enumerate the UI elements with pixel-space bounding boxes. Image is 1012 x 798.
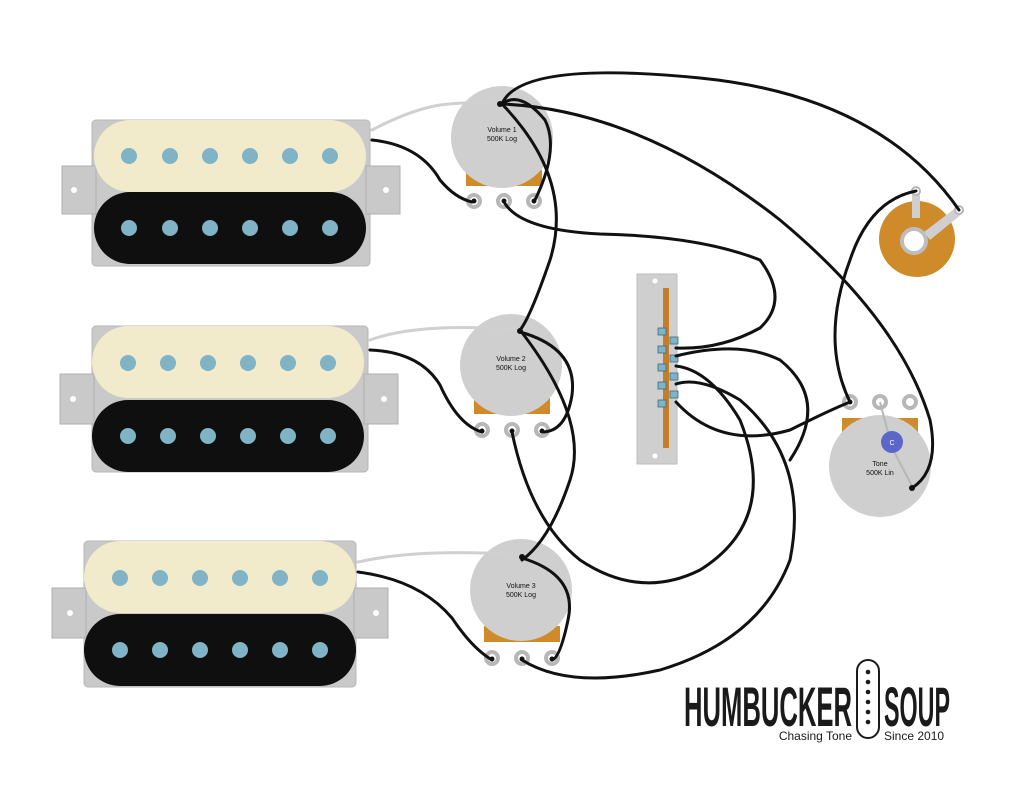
bridge-cream-coil bbox=[84, 541, 356, 613]
humbucker-soup-logo: HUMBUCKER SOUP Chasing Tone Since 2010 bbox=[684, 659, 950, 743]
vol3-wiper-to-switch bbox=[520, 380, 796, 680]
logo-left-text: HUMBUCKER bbox=[684, 675, 852, 738]
middle-hot-wire bbox=[368, 348, 484, 434]
bridge-black-coil bbox=[84, 614, 356, 686]
tone-pot: Tone 500K Lin C bbox=[829, 394, 931, 517]
neck-mount-tab-left bbox=[61, 165, 97, 215]
middle-pickup bbox=[59, 325, 399, 473]
tone-name: Tone bbox=[872, 461, 887, 468]
jack-sleeve-lug bbox=[924, 206, 963, 240]
tone-lugs bbox=[842, 394, 918, 410]
bridge-mount-tab-left bbox=[51, 587, 87, 639]
bridge-mount-hole-right bbox=[373, 610, 379, 616]
jack-hole bbox=[900, 227, 928, 255]
tone-value: 500K Lin bbox=[866, 470, 894, 477]
bridge-pickup bbox=[51, 540, 389, 688]
bridge-mount-tab-right bbox=[353, 587, 389, 639]
logo-pickup-icon bbox=[856, 659, 880, 739]
vol2-to-vol3-ground bbox=[518, 328, 576, 562]
bridge-mount-hole-left bbox=[67, 610, 73, 616]
neck-mount-hole-right bbox=[383, 187, 389, 193]
neck-hot-wire bbox=[370, 138, 474, 204]
switch-to-tone bbox=[674, 400, 852, 438]
capacitor-label: C bbox=[889, 440, 894, 447]
volume-2-pot-body bbox=[460, 314, 562, 416]
logo-right-text: SOUP bbox=[884, 675, 950, 738]
middle-black-coil bbox=[92, 400, 364, 472]
vol2-wiper-to-switch bbox=[510, 364, 755, 585]
tone-to-jack-tip bbox=[833, 189, 918, 404]
volume-2-pot: Volume 2 500K Log bbox=[460, 314, 562, 438]
logo-tagline-left: Chasing Tone bbox=[779, 729, 852, 743]
switch-contacts bbox=[657, 327, 679, 408]
volume-1-pot-body bbox=[451, 86, 553, 188]
volume-1-value: 500K Log bbox=[487, 136, 517, 143]
ground-to-tone-case bbox=[500, 102, 935, 490]
volume-1-pot: Volume 1 500K Log bbox=[451, 86, 553, 209]
vol2-lug3-loop bbox=[518, 330, 575, 434]
logo-tagline-right: Since 2010 bbox=[884, 729, 944, 743]
middle-mount-tab-left bbox=[59, 373, 95, 425]
middle-mount-hole-left bbox=[70, 396, 76, 402]
middle-cream-coil bbox=[92, 326, 364, 398]
solder-joints bbox=[471, 101, 915, 662]
output-jack bbox=[879, 186, 964, 277]
ground-to-jack-sleeve bbox=[500, 71, 961, 212]
middle-mount-hole-right bbox=[381, 396, 387, 402]
capacitor-icon bbox=[881, 431, 903, 453]
vol1-wiper-to-switch bbox=[502, 200, 777, 350]
volume-3-pot-body bbox=[470, 539, 572, 641]
bridge-cream-poles bbox=[112, 570, 328, 586]
vol1-lug3-loop bbox=[500, 98, 552, 204]
volume-3-value: 500K Log bbox=[506, 592, 536, 599]
volume-3-pot: Volume 3 500K Log bbox=[470, 539, 572, 666]
volume-2-value: 500K Log bbox=[496, 365, 526, 372]
neck-black-coil bbox=[94, 192, 366, 264]
volume-3-lugs bbox=[484, 650, 560, 666]
middle-bare-wire bbox=[368, 326, 522, 342]
neck-cream-poles bbox=[121, 148, 338, 164]
switch-body bbox=[636, 273, 678, 465]
bridge-bare-wire bbox=[356, 551, 522, 564]
neck-black-poles bbox=[121, 220, 338, 236]
jack-tip-lug bbox=[912, 190, 920, 218]
volume-3-name: Volume 3 bbox=[506, 583, 535, 590]
wires bbox=[356, 71, 961, 680]
neck-bare-wire bbox=[370, 101, 502, 132]
logo-pole-dots bbox=[865, 669, 871, 725]
middle-cream-poles bbox=[120, 355, 336, 371]
bridge-hot-wire bbox=[356, 570, 494, 662]
neck-cream-coil bbox=[94, 120, 366, 192]
middle-black-poles bbox=[120, 428, 336, 444]
neck-mount-hole-left bbox=[71, 187, 77, 193]
bridge-black-poles bbox=[112, 642, 328, 658]
switch-common-loop bbox=[674, 347, 810, 462]
volume-2-name: Volume 2 bbox=[496, 356, 525, 363]
vol3-lug3-loop bbox=[520, 556, 571, 662]
tone-pot-body bbox=[829, 415, 931, 517]
volume-1-name: Volume 1 bbox=[487, 127, 516, 134]
selector-switch bbox=[636, 273, 679, 465]
neck-pickup bbox=[61, 119, 401, 267]
vol1-to-vol2-ground bbox=[500, 102, 558, 332]
